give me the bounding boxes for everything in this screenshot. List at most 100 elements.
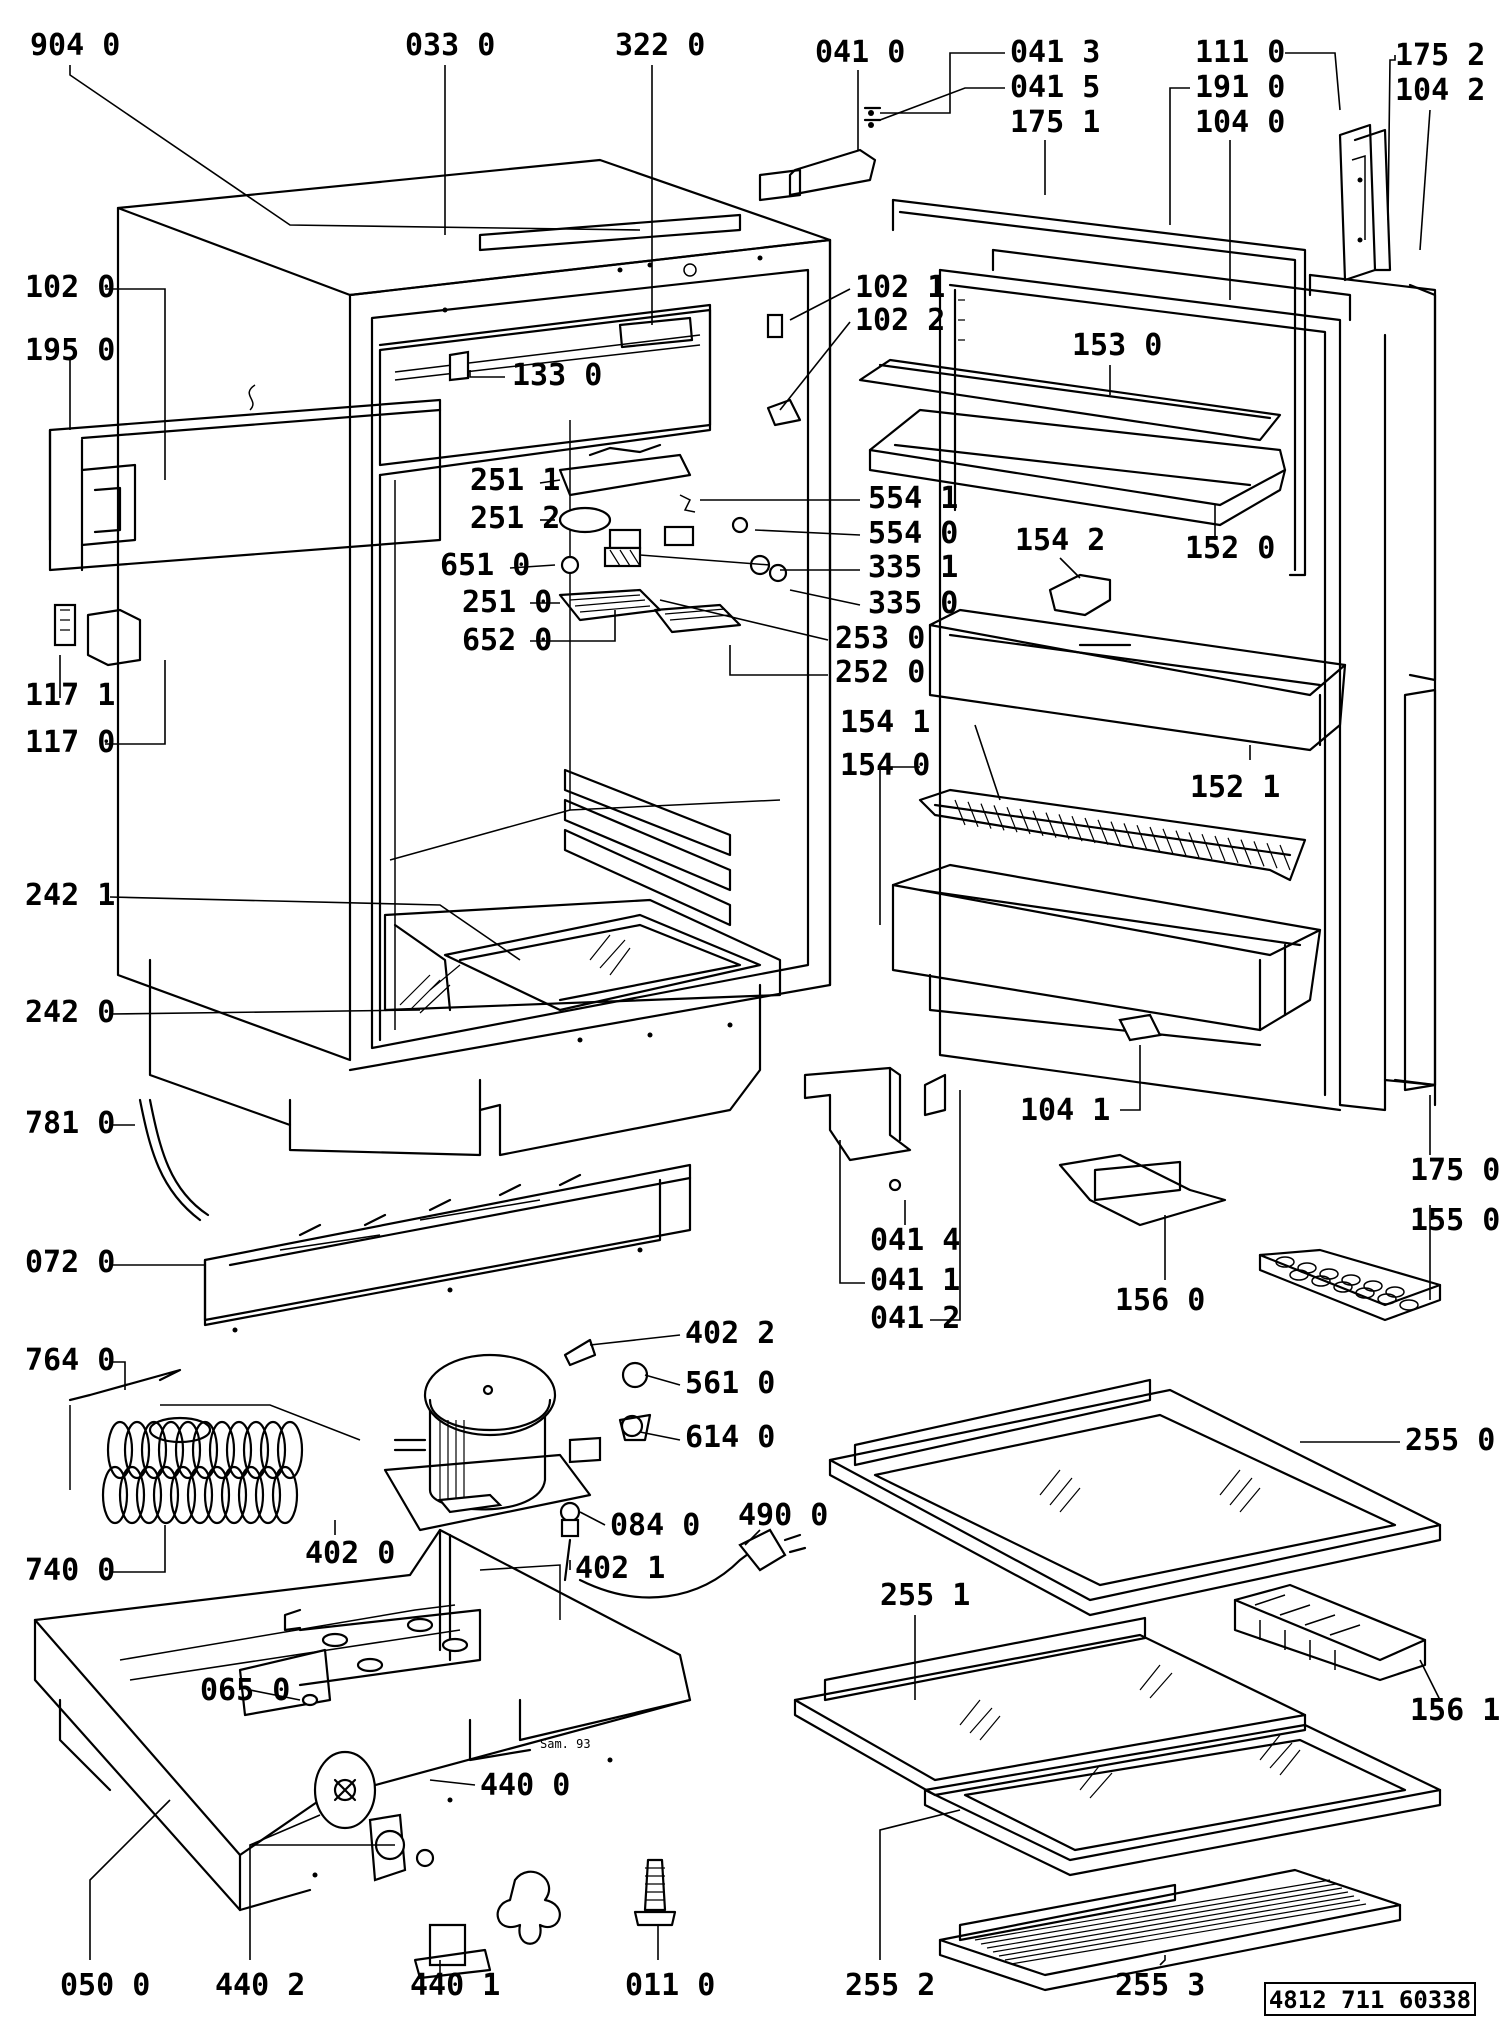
part-label: 781 0: [25, 1106, 115, 1141]
leader-line: [1419, 109, 1431, 251]
part-label: 251 1: [470, 463, 560, 498]
rail-bar: [1097, 819, 1109, 846]
door-bracket-154-2: [1048, 573, 1112, 617]
leader-line: [89, 1799, 171, 1960]
drain-hose-781: [138, 1098, 210, 1222]
part-label: 440 2: [215, 1968, 305, 2003]
document-code-text: 4812 711 60338: [1269, 1986, 1471, 2014]
coil-loop: [106, 1420, 134, 1480]
part-label: 253 0: [835, 621, 925, 656]
part-label: 255 3: [1115, 1968, 1205, 2003]
door-shelf-152-1: [928, 608, 1347, 752]
part-label: 154 0: [840, 748, 930, 783]
egg-cup: [1399, 1299, 1419, 1311]
part-label: 402 0: [305, 1536, 395, 1571]
door-shelf-152-0: [868, 408, 1287, 527]
part-label: 072 0: [25, 1245, 115, 1280]
small-fixings: [448, 313, 802, 427]
door-rail-154-1: [918, 788, 1307, 882]
part-label: 191 0: [1195, 70, 1285, 105]
part-label: 402 1: [575, 1551, 665, 1586]
part-label: 440 1: [410, 1968, 500, 2003]
part-label: 041 0: [815, 35, 905, 70]
coil-loop: [203, 1465, 231, 1525]
coil-loop: [169, 1465, 197, 1525]
part-label: 155 0: [1410, 1203, 1500, 1238]
glass-shelf-255-2: [923, 1723, 1442, 1877]
part-label: 102 2: [855, 303, 945, 338]
part-label: 154 2: [1015, 523, 1105, 558]
compressor-accessories: [559, 1338, 807, 1599]
part-label: 402 2: [685, 1316, 775, 1351]
thermostat-light-assembly: [558, 443, 788, 634]
shelf-line: [986, 1887, 1343, 1949]
leader-line: [109, 896, 521, 961]
rail-bar: [1279, 844, 1291, 871]
leader-line: [589, 1334, 681, 1346]
leader-line: [530, 610, 616, 642]
base-tray-050: Sam. 93: [33, 1528, 692, 1912]
part-label: 050 0: [60, 1968, 150, 2003]
shelf-line: [1010, 1903, 1367, 1965]
leader-line: [644, 1374, 681, 1386]
leader-line: [779, 321, 851, 411]
coil-loop: [225, 1420, 253, 1480]
ice-cube-container-156-0: [1058, 1153, 1227, 1227]
egg-cup: [1333, 1281, 1353, 1293]
coil-loop: [186, 1465, 214, 1525]
leader-line: [109, 1009, 421, 1015]
part-label: 041 1: [870, 1263, 960, 1298]
part-label: 102 1: [855, 270, 945, 305]
coil-loop: [259, 1420, 287, 1480]
part-label: 242 0: [25, 995, 115, 1030]
coil-loop: [135, 1465, 163, 1525]
egg-cup: [1385, 1286, 1405, 1298]
part-label: 011 0: [625, 1968, 715, 2003]
document-code: 4812 711 60338: [1264, 1982, 1476, 2016]
rail-bar: [1058, 814, 1070, 840]
control-panel-195: [48, 384, 442, 572]
coil-loop: [271, 1465, 299, 1525]
part-label: 904 0: [30, 28, 120, 63]
ice-tray-156-1: [1233, 1583, 1427, 1682]
shelf-line: [974, 1879, 1331, 1941]
rail-bar: [980, 803, 992, 829]
part-label: 651 0: [440, 548, 530, 583]
door-handle-111: [1338, 123, 1392, 282]
stamp-text: Sam. 93: [540, 1737, 591, 1751]
leader-line: [105, 288, 166, 480]
part-label: 156 1: [1410, 1693, 1500, 1728]
leader-line: [879, 1809, 961, 1960]
leader-line: [69, 65, 641, 231]
coil-loop: [152, 1465, 180, 1525]
egg-cup: [1319, 1268, 1339, 1280]
part-label: 554 0: [868, 516, 958, 551]
coil-loop: [101, 1465, 129, 1525]
leader-line: [1059, 557, 1081, 579]
part-label: 065 0: [200, 1673, 290, 1708]
rail-bar: [1227, 837, 1239, 864]
part-label: 252 0: [835, 655, 925, 690]
egg-cup: [1297, 1262, 1317, 1274]
rail-bar: [1175, 830, 1187, 856]
rail-bar: [967, 801, 979, 828]
egg-tray-155: [1258, 1248, 1442, 1322]
glass-shelf-255-0: [828, 1378, 1442, 1617]
coil-loop: [123, 1420, 151, 1480]
part-label: 255 0: [1405, 1423, 1495, 1458]
glass-shelf-255-3: [938, 1868, 1402, 1992]
crisper-drawer-left: [429, 964, 461, 991]
coil-loop: [237, 1465, 265, 1525]
leader-line: [744, 1529, 761, 1546]
coil-loop: [276, 1420, 304, 1480]
part-label: 490 0: [738, 1498, 828, 1533]
part-label: 104 2: [1395, 73, 1485, 108]
shelf-line: [992, 1891, 1349, 1953]
part-label: 175 1: [1010, 105, 1100, 140]
egg-cup: [1363, 1280, 1383, 1292]
part-label: 152 1: [1190, 770, 1280, 805]
rail-bar: [1123, 823, 1135, 849]
rail-bar: [1266, 842, 1278, 869]
egg-cup: [1289, 1269, 1309, 1281]
